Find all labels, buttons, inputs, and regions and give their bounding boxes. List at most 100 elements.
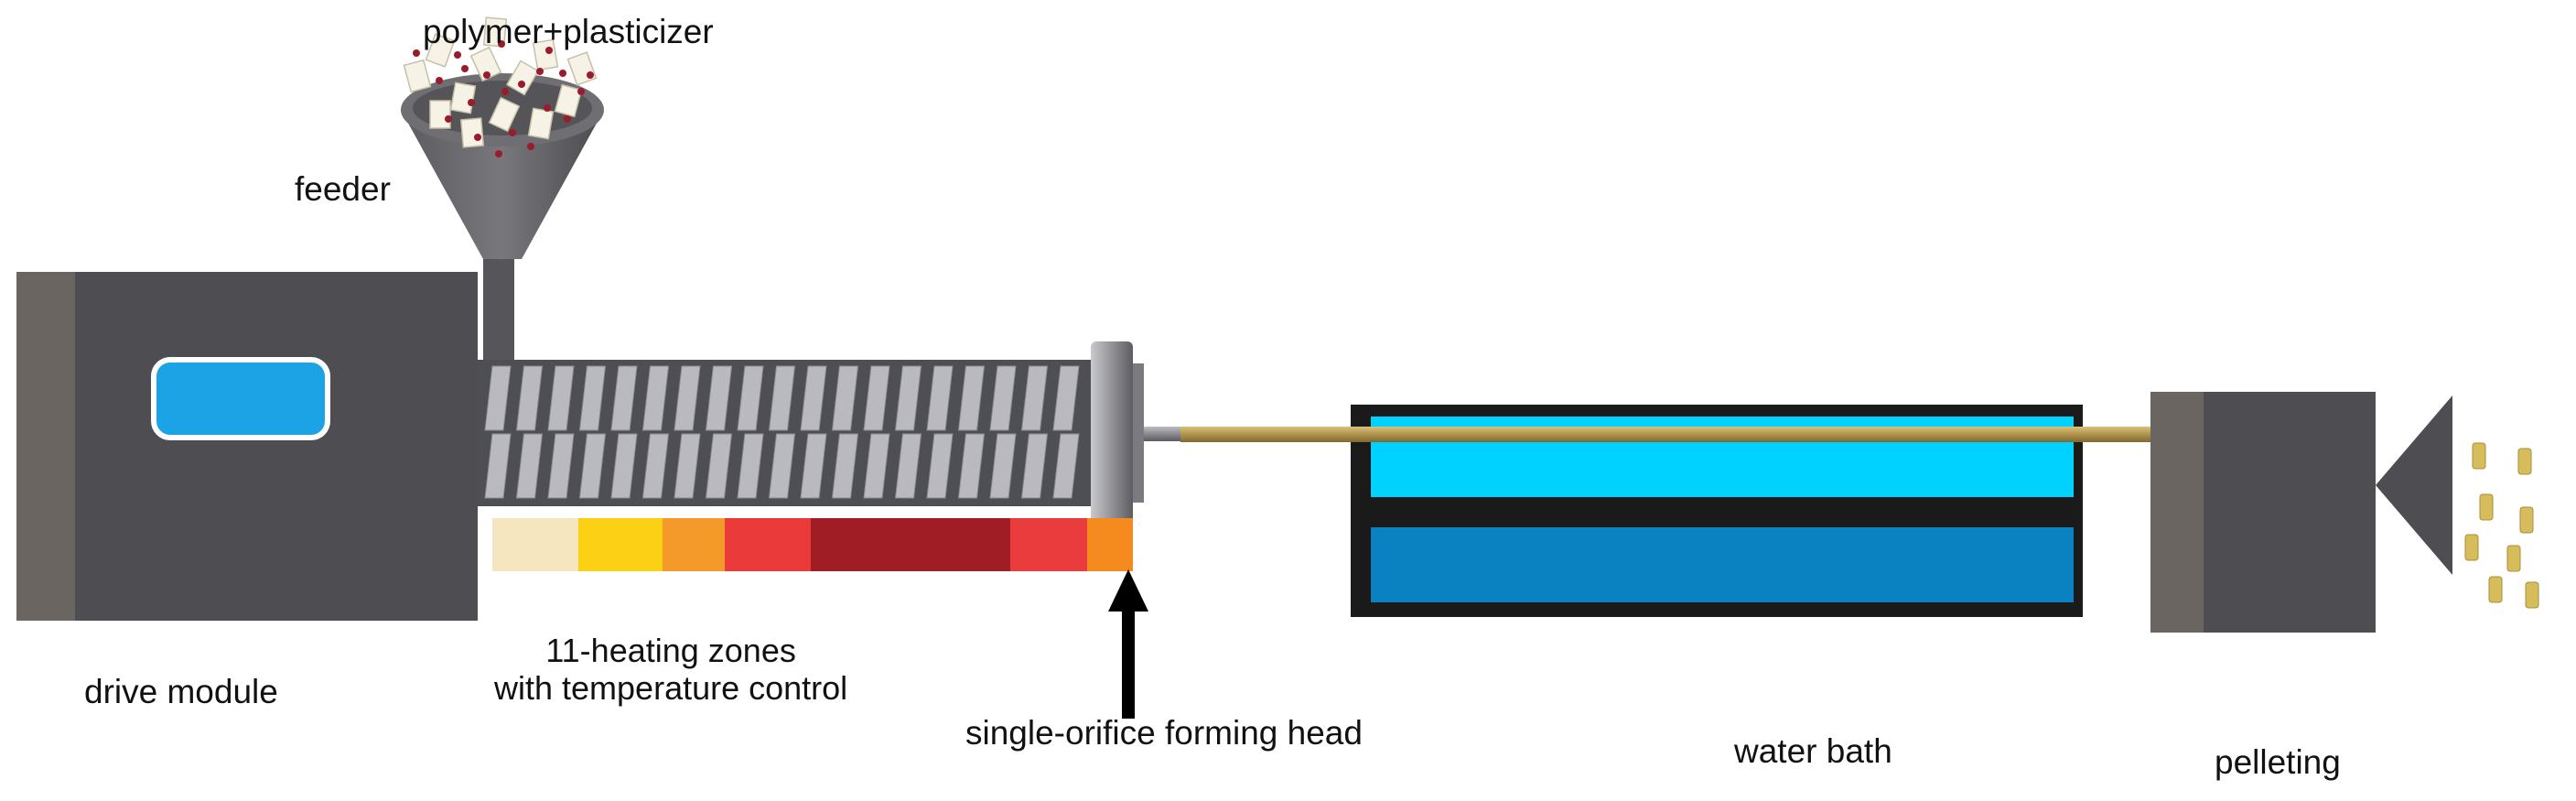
pelleting-cutter-cone: [2376, 395, 2452, 575]
plasticizer-particle: [587, 71, 594, 79]
plasticizer-particle: [468, 99, 475, 106]
polymer-particle: [403, 59, 432, 93]
screw-flight: [831, 433, 859, 499]
screw-flight: [1052, 433, 1080, 499]
screw-flight: [484, 433, 512, 499]
water-bath-label: water bath: [1734, 732, 1892, 770]
screw-flight: [578, 433, 607, 499]
pellet: [2472, 442, 2486, 470]
forming-head: [1091, 341, 1182, 525]
screw-flight: [800, 365, 827, 431]
forming-head-arrow: [1108, 569, 1148, 719]
forming-head-nozzle: [1144, 427, 1182, 441]
screw-flight: [863, 433, 890, 499]
heating-zone-segment: [578, 518, 663, 571]
drive-module-window: [151, 357, 330, 440]
feeder-label: feeder: [295, 170, 391, 208]
screw-flight: [831, 365, 859, 431]
polymer-particle: [449, 81, 477, 114]
heating-zones-bar: [492, 518, 1133, 571]
screw-flight: [957, 365, 986, 431]
pelleting-face: [2204, 392, 2376, 633]
polymer-particle: [488, 96, 521, 133]
polymer-particle: [566, 51, 598, 86]
polymer-particle: [532, 38, 559, 71]
screw-flight: [641, 433, 670, 499]
polymer-particle: [429, 100, 451, 129]
pellet: [2479, 493, 2494, 521]
pellet: [2517, 448, 2532, 475]
screw-flight: [894, 365, 922, 431]
screw-flight: [641, 365, 670, 431]
screw-flights-lower: [484, 433, 1080, 499]
screw-flight: [1020, 433, 1049, 499]
screw-flight: [989, 365, 1017, 431]
pellet: [2506, 545, 2521, 572]
screw-flight: [515, 433, 544, 499]
screw-flight: [957, 433, 986, 499]
pelleting-unit: [2150, 392, 2452, 633]
polymer-plasticizer-particles: [403, 16, 598, 157]
plasticizer-particle: [564, 115, 571, 123]
forming-head-flange: [1091, 341, 1133, 525]
plasticizer-particle: [577, 88, 585, 95]
forming-head-plate: [1133, 363, 1144, 503]
screw-flight: [737, 365, 764, 431]
pellets: [2464, 442, 2539, 609]
pellet: [2488, 576, 2503, 603]
plasticizer-particle: [445, 115, 452, 123]
screw-flight: [1020, 365, 1049, 431]
screw-flight: [926, 433, 954, 499]
heating-zone-segment: [1010, 518, 1087, 571]
plasticizer-particle: [536, 68, 544, 75]
plasticizer-particle: [527, 143, 534, 150]
feeder-funnel: [401, 110, 604, 259]
plasticizer-particle: [559, 70, 566, 77]
heating-zones-label: 11-heating zones with temperature contro…: [494, 632, 847, 708]
drive-module-face: [75, 272, 478, 621]
heating-zone-segment: [811, 518, 1010, 571]
plasticizer-particle: [498, 40, 505, 48]
plasticizer-particle: [413, 49, 420, 57]
screw-flight: [768, 365, 796, 431]
plasticizer-particle: [509, 129, 516, 136]
polymer-particle: [505, 60, 540, 96]
screw-flight: [705, 433, 733, 499]
feeder-neck: [483, 259, 514, 360]
heating-zone-segment: [663, 518, 725, 571]
polymer-plasticizer-label: polymer+plasticizer: [423, 13, 714, 50]
screw-flight: [894, 433, 922, 499]
polymer-particle: [459, 117, 485, 148]
screw-flight: [547, 365, 575, 431]
plasticizer-particle: [518, 81, 525, 88]
screw-flight: [674, 433, 701, 499]
extruder-screw: [478, 360, 1091, 506]
forming-head-label: single-orifice forming head: [965, 714, 1363, 752]
plasticizer-particle: [436, 77, 443, 84]
screw-flight: [737, 433, 764, 499]
plasticizer-particle: [544, 104, 551, 112]
screw-flight: [863, 365, 890, 431]
pelleting-side: [2150, 392, 2204, 633]
arrow-head: [1108, 569, 1148, 612]
pelleting-label: pelleting: [2215, 743, 2341, 781]
polymer-particle: [554, 83, 583, 118]
screw-flight: [768, 433, 796, 499]
plasticizer-particle: [454, 51, 461, 59]
pellet: [2464, 534, 2479, 561]
plasticizer-particle: [501, 88, 509, 95]
heating-zone-segment: [725, 518, 811, 571]
screw-flight: [578, 365, 607, 431]
screw-flight: [674, 365, 701, 431]
polymer-particle: [425, 33, 456, 68]
screw-flight: [484, 365, 512, 431]
drive-module-label: drive module: [84, 673, 278, 710]
screw-flight: [926, 365, 954, 431]
water-bath-lower: [1371, 527, 2074, 602]
screw-flight: [800, 433, 827, 499]
pellet: [2525, 581, 2539, 609]
polymer-particle: [482, 16, 508, 48]
screw-flight: [547, 433, 575, 499]
plasticizer-particle: [474, 134, 481, 141]
